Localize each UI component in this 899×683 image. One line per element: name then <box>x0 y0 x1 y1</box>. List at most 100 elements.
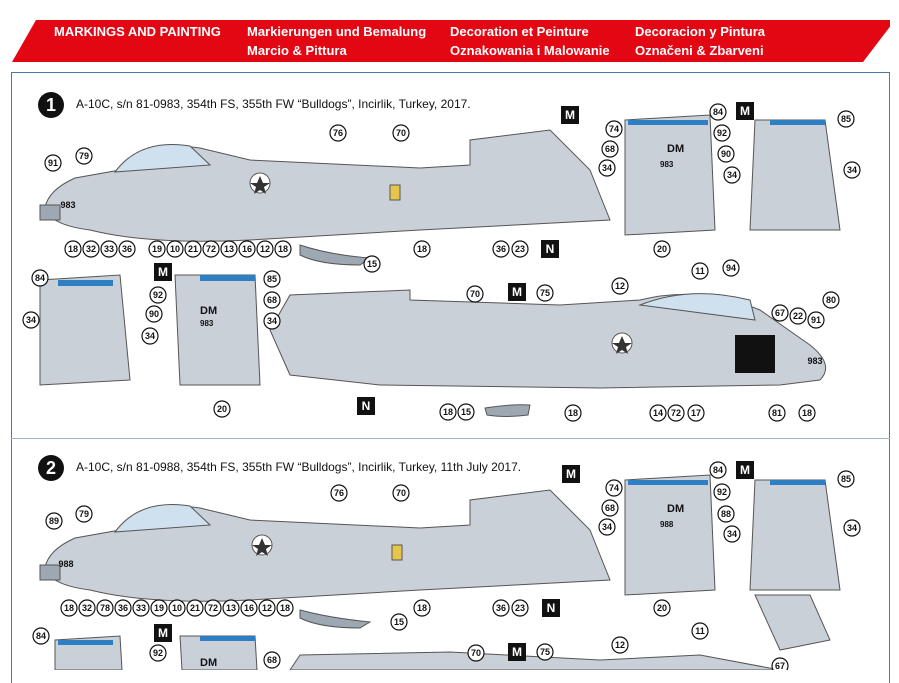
callout: 88 <box>721 509 731 519</box>
header-col3-line1: Decoration et Peinture <box>450 24 589 39</box>
header-col3-line2: Oznakowania i Malowanie <box>450 43 610 58</box>
callout: 90 <box>721 149 731 159</box>
callout: 91 <box>48 158 58 168</box>
marker-M: M <box>158 626 168 640</box>
callout: 89 <box>49 516 59 526</box>
callout: 75 <box>540 647 550 657</box>
callout: 85 <box>841 474 851 484</box>
marker-M: M <box>740 104 750 118</box>
tail-serial: 983 <box>660 160 674 169</box>
callout: 18 <box>802 408 812 418</box>
callout: 84 <box>713 107 723 117</box>
callout: 32 <box>82 603 92 613</box>
scheme-2-side-callouts: 89 79 18 32 78 36 33 19 10 21 72 13 16 1… <box>45 465 580 631</box>
callout: 34 <box>145 331 155 341</box>
callout: 34 <box>267 316 277 326</box>
callout: 84 <box>713 465 723 475</box>
callout: 13 <box>224 244 234 254</box>
page-frame <box>11 72 890 683</box>
scheme-2-tails: 74 84 92 68 88 34 34 20 M 85 34 DM 988 <box>598 461 861 617</box>
callout: 74 <box>609 124 619 134</box>
callout: 18 <box>417 603 427 613</box>
callout: 20 <box>657 603 667 613</box>
callout: 12 <box>260 244 270 254</box>
callout: 84 <box>35 273 45 283</box>
callout: 94 <box>726 263 736 273</box>
callout: 70 <box>396 488 406 498</box>
callout: 12 <box>615 281 625 291</box>
scheme-1-side-aircraft <box>39 129 611 266</box>
callout: 74 <box>609 483 619 493</box>
callout: 18 <box>280 603 290 613</box>
scheme-1-number: 1 <box>38 92 64 118</box>
scheme-2-nose-serial: 988 <box>58 559 73 569</box>
callout: 18 <box>64 603 74 613</box>
callout: 70 <box>396 128 406 138</box>
callout: 92 <box>717 128 727 138</box>
callout: 16 <box>242 244 252 254</box>
scheme-divider <box>11 438 890 439</box>
callout: 11 <box>695 626 705 636</box>
callout: 80 <box>826 295 836 305</box>
callout: 68 <box>267 655 277 665</box>
marker-N: N <box>362 399 371 413</box>
callout: 72 <box>208 603 218 613</box>
callout: 19 <box>154 603 164 613</box>
callout: 92 <box>153 648 163 658</box>
callout: 36 <box>496 603 506 613</box>
callout: 72 <box>671 408 681 418</box>
callout: 34 <box>847 165 857 175</box>
callout: 85 <box>267 274 277 284</box>
callout: 75 <box>540 288 550 298</box>
callout: 33 <box>136 603 146 613</box>
callout: 91 <box>811 315 821 325</box>
callout: 70 <box>470 289 480 299</box>
marker-N: N <box>547 601 556 615</box>
callout: 18 <box>443 407 453 417</box>
callout: 84 <box>36 631 46 641</box>
marker-M: M <box>512 645 522 659</box>
header-col1-line1: MARKINGS AND PAINTING <box>54 24 221 39</box>
scheme-1-side-callouts: 91 79 18 32 33 36 19 10 21 72 13 16 12 1… <box>44 106 579 273</box>
callout: 34 <box>847 523 857 533</box>
callout: 18 <box>68 244 78 254</box>
callout: 92 <box>153 290 163 300</box>
callout: 12 <box>262 603 272 613</box>
callout: 18 <box>417 244 427 254</box>
scheme-1-nose-serial: 983 <box>60 200 75 210</box>
callout: 15 <box>461 407 471 417</box>
callout: 10 <box>170 244 180 254</box>
callout: 67 <box>775 661 785 670</box>
callout: 16 <box>244 603 254 613</box>
header-col4-line1: Decoracion y Pintura <box>635 24 766 39</box>
callout: 22 <box>793 311 803 321</box>
scheme-1-title: A-10C, s/n 81-0983, 354th FS, 355th FW “… <box>76 97 471 111</box>
callout: 14 <box>653 408 663 418</box>
header-col2-line2: Marcio & Pittura <box>247 43 347 58</box>
callout: 13 <box>226 603 236 613</box>
callout: 34 <box>26 315 36 325</box>
callout: 10 <box>172 603 182 613</box>
header-banner <box>10 20 890 62</box>
scheme-1-lower-aircraft <box>39 274 827 417</box>
callout: 17 <box>691 408 701 418</box>
marker-M: M <box>512 285 522 299</box>
callout: 81 <box>772 408 782 418</box>
tail-serial: 983 <box>200 319 214 328</box>
callout: 33 <box>104 244 114 254</box>
scheme-2-side-aircraft <box>39 489 611 629</box>
callout: 15 <box>394 617 404 627</box>
callout: 19 <box>152 244 162 254</box>
callout: 18 <box>278 244 288 254</box>
callout: 36 <box>122 244 132 254</box>
marker-M: M <box>566 467 576 481</box>
callout: 20 <box>217 404 227 414</box>
tail-code: DM <box>667 143 684 155</box>
callout: 67 <box>775 308 785 318</box>
header-col2-line1: Markierungen und Bemalung <box>247 24 427 39</box>
callout: 23 <box>515 244 525 254</box>
callout: 21 <box>188 244 198 254</box>
callout: 92 <box>717 487 727 497</box>
callout: 70 <box>471 648 481 658</box>
